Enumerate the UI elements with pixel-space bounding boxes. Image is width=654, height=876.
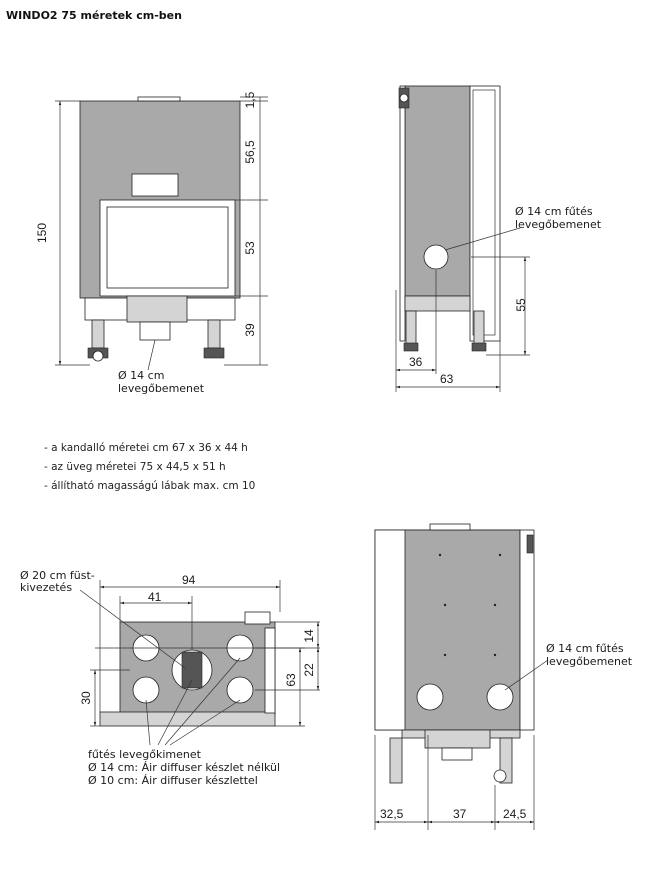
top-width-dim: 94 bbox=[182, 573, 196, 587]
spec-line-1: - a kandalló méretei cm 67 x 36 x 44 h bbox=[44, 442, 248, 454]
side-inlet-label-2: levegőbemenet bbox=[515, 218, 602, 231]
front-top-dim: 1,5 bbox=[243, 91, 257, 108]
spec-line-2: - az üveg méretei 75 x 44,5 x 51 h bbox=[44, 461, 226, 473]
front-inlet-label-2: levegőbemenet bbox=[118, 382, 205, 395]
back-inlet-label-2: levegőbemenet bbox=[546, 655, 633, 668]
top-center-dim: 41 bbox=[148, 590, 162, 604]
front-height-dim: 150 bbox=[35, 223, 49, 243]
side-inlet-label-1: Ø 14 cm fűtés bbox=[515, 205, 593, 218]
back-view bbox=[374, 523, 549, 830]
top-view bbox=[79, 580, 320, 746]
smoke-label-2: kivezetés bbox=[20, 581, 72, 594]
front-upper-dim: 56,5 bbox=[243, 140, 257, 164]
front-glass-dim: 53 bbox=[243, 241, 257, 255]
side-depth-dim: 63 bbox=[440, 372, 454, 386]
spec-line-3: - állítható magasságú lábak max. cm 10 bbox=[44, 480, 255, 492]
top-dim-14: 14 bbox=[302, 629, 316, 643]
front-inlet-label-1: Ø 14 cm bbox=[118, 369, 164, 382]
outlet-line-2: Ø 10 cm: Áir diffuser készlettel bbox=[88, 774, 258, 787]
page-title: WINDO2 75 méretek cm-ben bbox=[6, 9, 182, 22]
back-left-dim: 32,5 bbox=[380, 807, 404, 821]
outlet-title: fűtés levegőkimenet bbox=[88, 748, 202, 761]
back-right-dim: 24,5 bbox=[503, 807, 527, 821]
side-inlet-dim: 36 bbox=[409, 355, 423, 369]
outlet-line-1: Ø 14 cm: Áir diffuser készlet nélkül bbox=[88, 761, 280, 774]
front-view bbox=[55, 96, 268, 371]
top-dim-22: 22 bbox=[302, 663, 316, 677]
smoke-label-1: Ø 20 cm füst- bbox=[20, 569, 95, 582]
back-inlet-label-1: Ø 14 cm fűtés bbox=[546, 642, 624, 655]
top-dim-30: 30 bbox=[79, 691, 93, 705]
top-dim-63: 63 bbox=[284, 673, 298, 687]
front-base-dim: 39 bbox=[243, 323, 257, 337]
side-height-dim: 55 bbox=[514, 298, 528, 312]
back-middle-dim: 37 bbox=[453, 807, 467, 821]
side-view bbox=[395, 85, 530, 392]
